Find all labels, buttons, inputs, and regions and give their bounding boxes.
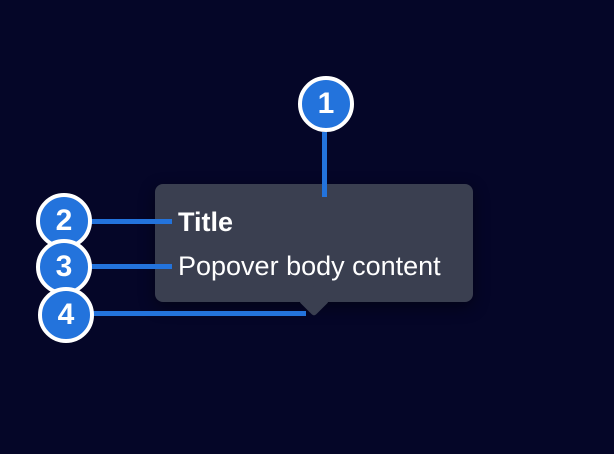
callout-line-1: [322, 132, 327, 197]
callout-badge-1: 1: [298, 76, 354, 132]
popover-body-content: Popover body content: [178, 251, 441, 281]
callout-line-4: [90, 311, 306, 316]
callout-line-3: [88, 264, 172, 269]
callout-badge-4: 4: [38, 287, 94, 343]
callout-badge-2: 2: [36, 193, 92, 249]
popover: Title Popover body content: [155, 184, 473, 317]
callout-line-2: [88, 219, 172, 224]
popover-title: Title: [178, 207, 234, 237]
